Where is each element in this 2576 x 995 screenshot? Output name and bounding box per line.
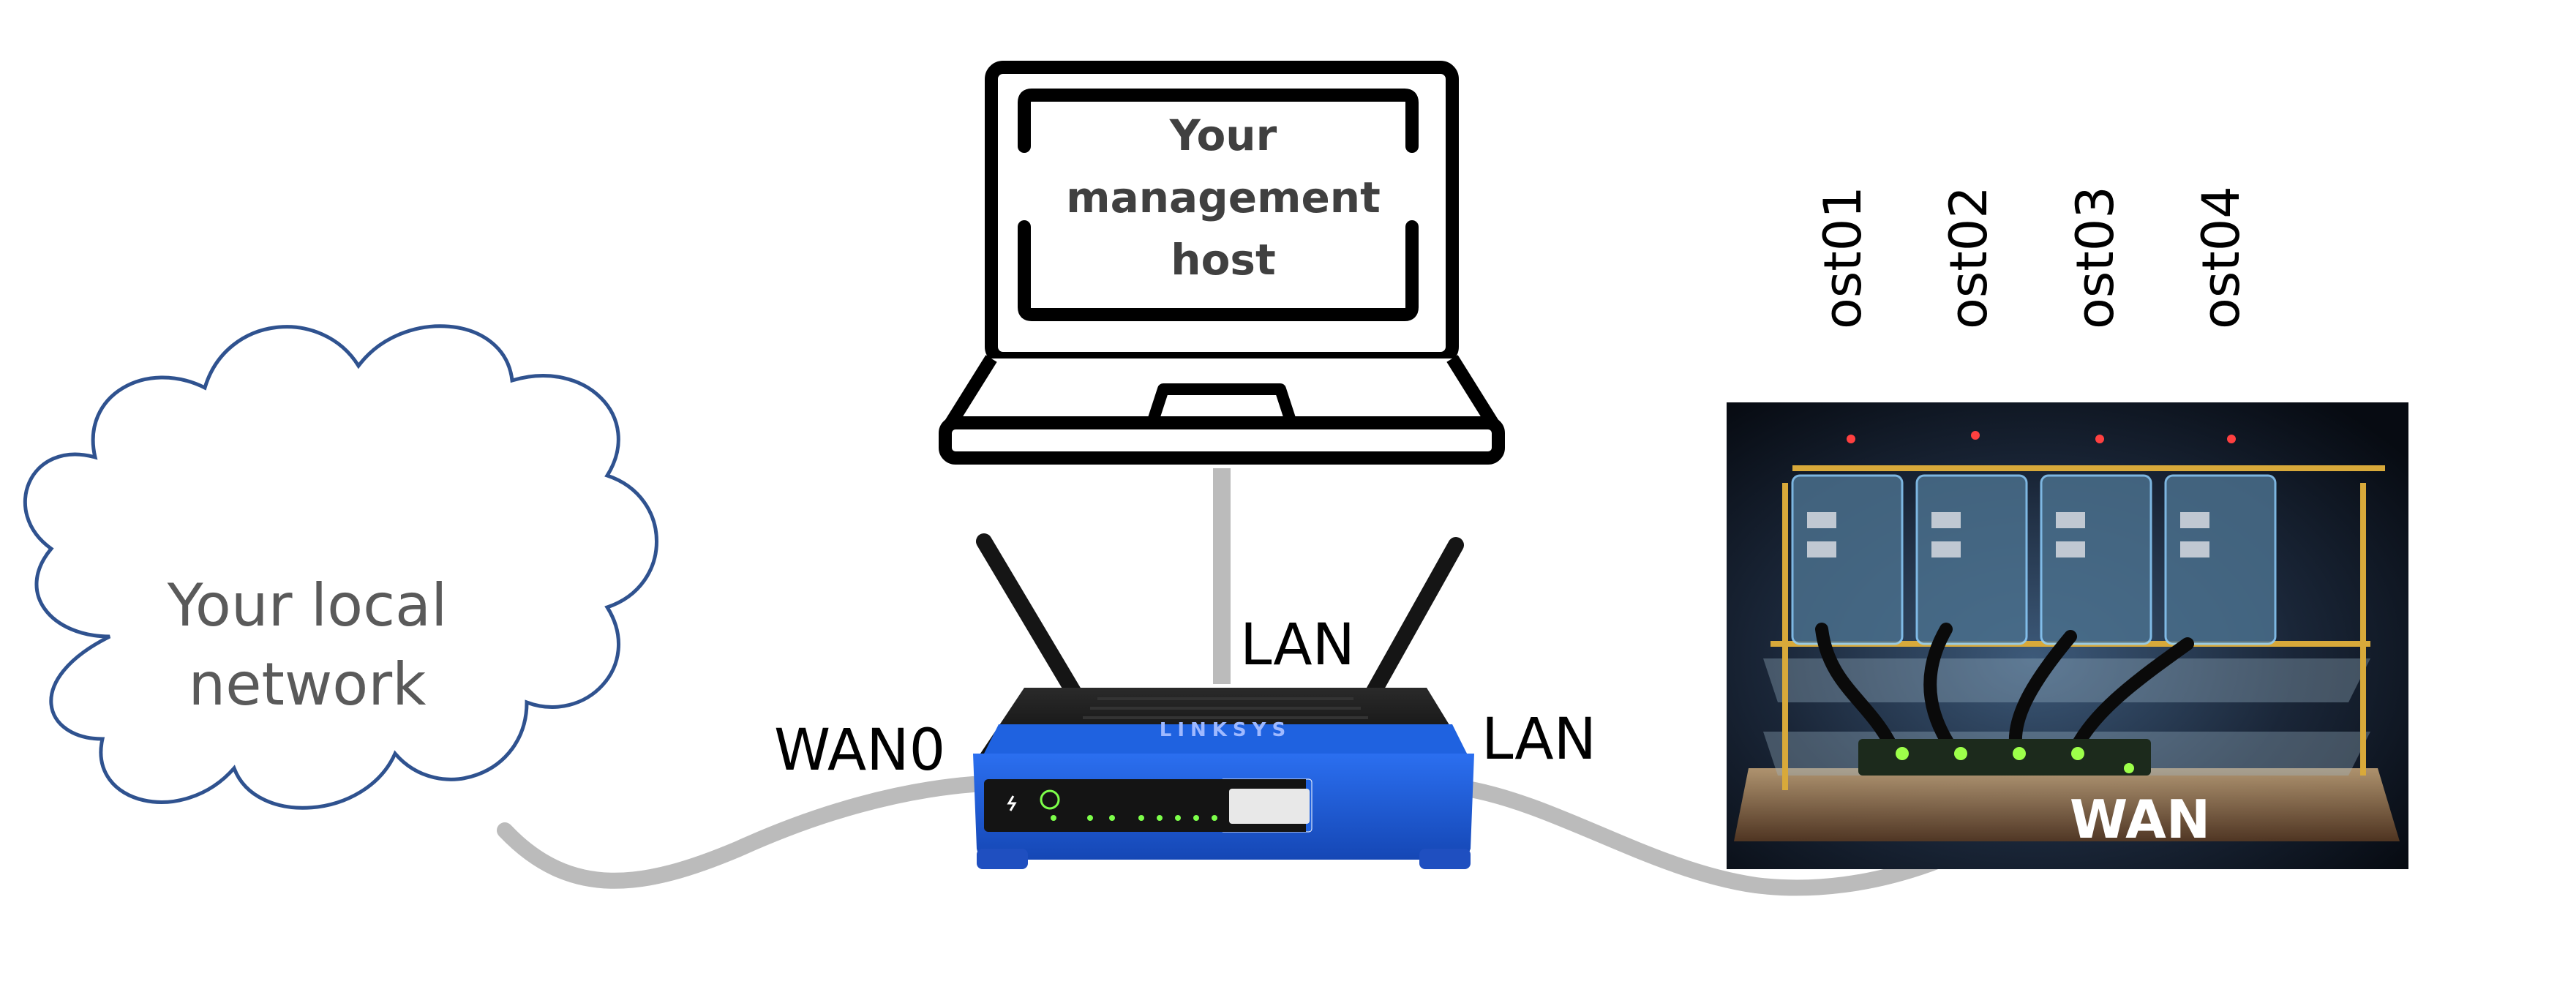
cloud-icon	[23, 324, 658, 810]
wan0-cable	[497, 776, 981, 889]
lan-top-label: LAN	[1240, 612, 1355, 678]
cloud-label-line2: network	[189, 650, 427, 718]
node-label-ost01: ost01	[1813, 186, 1873, 329]
cluster: WAN	[1727, 402, 2408, 869]
laptop-label-line2: management	[1066, 173, 1381, 222]
node-label-ost02: ost02	[1939, 186, 1999, 329]
laptop-icon	[939, 61, 1505, 465]
management-host-laptop: Your management host	[939, 61, 1505, 465]
node-label-ost04: ost04	[2191, 186, 2251, 329]
link-labels: WAN0 LAN LAN	[774, 612, 1596, 784]
node-label-ost03: ost03	[2065, 186, 2125, 329]
node-labels: ost01 ost02 ost03 ost04	[1813, 186, 2251, 329]
cloud-label-line1: Your local	[167, 571, 448, 639]
cluster-wan-label: WAN	[2070, 789, 2210, 850]
raspberry-pi-cluster-image	[1727, 402, 2408, 869]
laptop-label-line3: host	[1171, 235, 1275, 285]
wireless-router-icon	[973, 533, 1474, 869]
router: LINKSYS	[973, 533, 1474, 869]
lan-right-label: LAN	[1482, 707, 1596, 773]
wan0-label: WAN0	[774, 718, 945, 784]
local-network-cloud: Your local network	[23, 324, 658, 810]
router-brand: LINKSYS	[1160, 719, 1291, 741]
laptop-label-line1: Your	[1169, 110, 1277, 160]
